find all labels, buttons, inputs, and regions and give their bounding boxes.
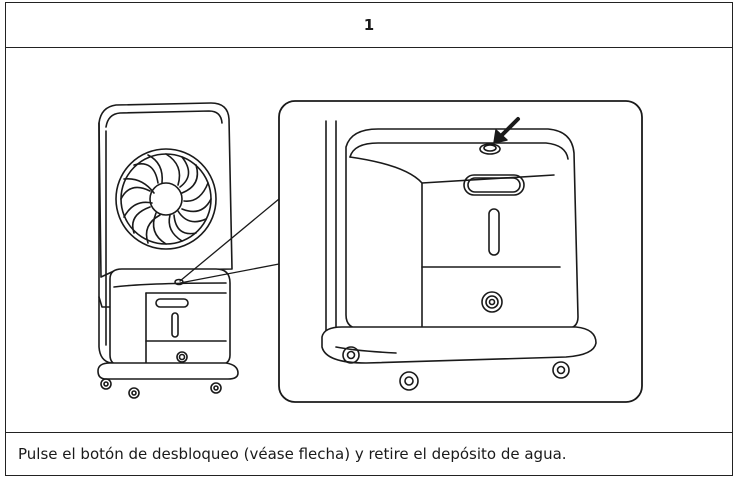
step-caption: Pulse el botón de desbloqueo (véase flec… [18, 445, 567, 463]
tank-handle [463, 174, 525, 196]
step-number-header: 1 [6, 3, 732, 48]
arrow-down-left-icon [493, 117, 520, 144]
detail-wheels [342, 346, 570, 391]
air-cooler-illustration [97, 100, 643, 403]
drain-cap [481, 291, 503, 313]
water-level-window [488, 208, 500, 256]
zoom-leader-lines [179, 198, 280, 284]
detail-base [321, 326, 597, 364]
tank-body [345, 128, 579, 330]
appliance-housing [98, 102, 233, 278]
detail-inset [278, 100, 643, 403]
unlock-button [479, 143, 501, 155]
appliance-overview [97, 102, 239, 399]
illustration-area [6, 47, 732, 433]
appliance-base [97, 362, 239, 380]
instruction-step-panel: 1 [5, 2, 733, 476]
step-number: 1 [363, 16, 375, 34]
fan-grille [115, 148, 217, 250]
